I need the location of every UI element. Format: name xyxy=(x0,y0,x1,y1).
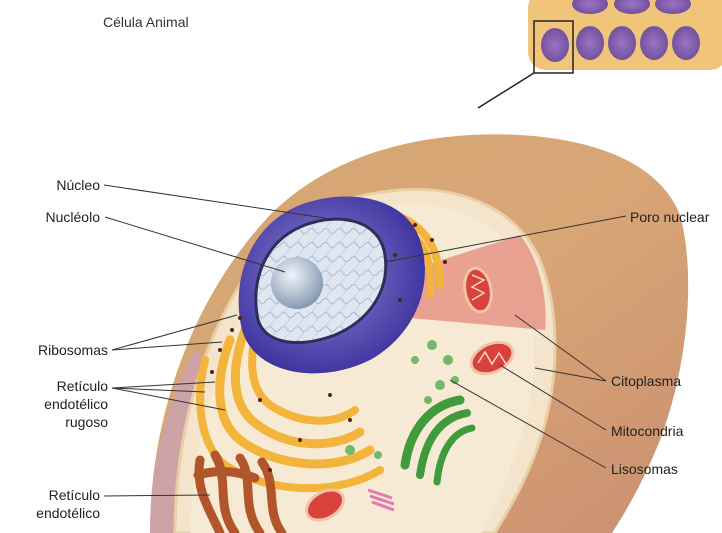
label-reticulo-rugoso-2: endotélico xyxy=(44,396,108,412)
label-reticulo-rugoso-1: Retículo xyxy=(57,378,109,394)
label-nucleo: Núcleo xyxy=(56,177,100,193)
tissue-cells xyxy=(478,0,722,108)
label-poro-nuclear: Poro nuclear xyxy=(630,209,710,225)
label-ribosomas: Ribosomas xyxy=(38,342,108,358)
label-mitocondria: Mitocondria xyxy=(611,423,684,439)
label-nucleolo: Nucléolo xyxy=(46,209,101,225)
label-reticulo-liso-2: endotélico xyxy=(36,505,100,521)
label-lisosomas: Lisosomas xyxy=(611,461,678,477)
label-reticulo-rugoso-3: rugoso xyxy=(65,414,108,430)
label-reticulo-liso-1: Retículo xyxy=(49,487,101,503)
nucleolus xyxy=(271,257,323,309)
zoom-line xyxy=(478,73,534,108)
title: Célula Animal xyxy=(103,14,189,30)
label-citoplasma: Citoplasma xyxy=(611,373,681,389)
